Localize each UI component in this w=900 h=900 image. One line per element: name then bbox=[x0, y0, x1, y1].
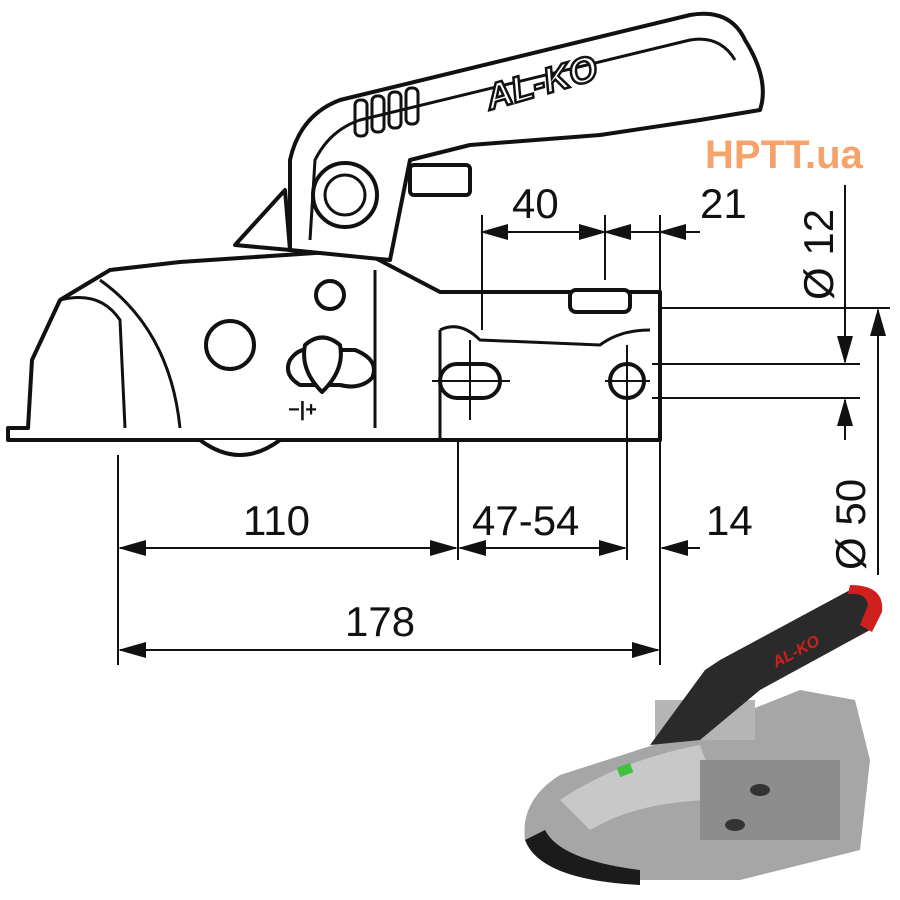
product-photo: AL-KO bbox=[524, 585, 883, 885]
dim-top-offset: 21 bbox=[700, 180, 747, 227]
center-lines bbox=[432, 307, 890, 420]
handle-grip-ribs bbox=[353, 86, 420, 138]
dim-top-width: 40 bbox=[512, 180, 559, 227]
dim-bolt-diameter: Ø 12 bbox=[795, 209, 842, 300]
adjust-indicator: −|+ bbox=[288, 399, 317, 421]
dim-rear-offset: 14 bbox=[706, 497, 753, 544]
watermark-text: HPTT.ua bbox=[705, 133, 864, 177]
dim-ball-diameter: Ø 50 bbox=[827, 479, 874, 570]
dim-hole-spacing: 47-54 bbox=[472, 497, 579, 544]
coupling-outline: AL-KO −|+ bbox=[6, 11, 765, 457]
dim-total-length: 178 bbox=[345, 598, 415, 645]
dimension-lines bbox=[117, 185, 886, 665]
watermark: HPTT.ua bbox=[705, 133, 864, 177]
dim-front-length: 110 bbox=[243, 497, 310, 544]
